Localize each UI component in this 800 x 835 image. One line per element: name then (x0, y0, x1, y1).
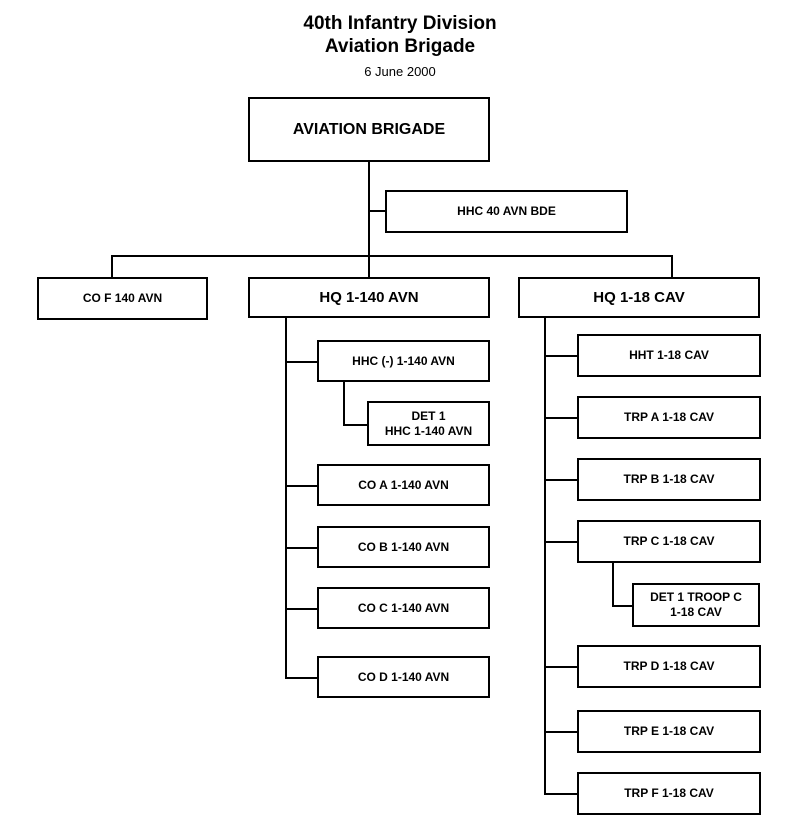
unit-trp-f-1-18-cav: TRP F 1-18 CAV (577, 772, 761, 815)
connector-trp-d (544, 666, 578, 668)
unit-co-b-1-140-avn: CO B 1-140 AVN (317, 526, 490, 568)
connector-det-hhc (343, 424, 368, 426)
unit-aviation-brigade: AVIATION BRIGADE (248, 97, 490, 162)
connector-co-f (111, 255, 113, 278)
chart-title: 40th Infantry Division (303, 13, 497, 34)
connector-co-d (285, 677, 318, 679)
unit-co-a-1-140-avn: CO A 1-140 AVN (317, 464, 490, 506)
unit-trp-c-1-18-cav: TRP C 1-18 CAV (577, 520, 761, 563)
unit-hq-1-140-avn: HQ 1-140 AVN (248, 277, 490, 318)
unit-co-d-1-140-avn: CO D 1-140 AVN (317, 656, 490, 698)
connector-det-troop-c (612, 605, 633, 607)
unit-co-f-140-avn: CO F 140 AVN (37, 277, 208, 320)
connector-trp-f (544, 793, 578, 795)
chart-subtitle: Aviation Brigade (324, 36, 476, 57)
connector-det-hhc-vertical (343, 381, 345, 426)
chart-date: 6 June 2000 (364, 64, 436, 79)
unit-det-1-troop-c-1-18-cav: DET 1 TROOP C 1-18 CAV (632, 583, 760, 627)
connector-hht (544, 355, 578, 357)
connector-trp-b (544, 479, 578, 481)
connector-brigade-branch (111, 255, 673, 257)
connector-18-trunk (544, 317, 546, 795)
unit-hhc-40-avn-bde: HHC 40 AVN BDE (385, 190, 628, 233)
unit-trp-d-1-18-cav: TRP D 1-18 CAV (577, 645, 761, 688)
connector-trp-a (544, 417, 578, 419)
connector-det-troop-c-vertical (612, 561, 614, 607)
connector-hq-18 (671, 255, 673, 278)
unit-trp-a-1-18-cav: TRP A 1-18 CAV (577, 396, 761, 439)
connector-co-b (285, 547, 318, 549)
connector-hhc-brigade (368, 210, 386, 212)
unit-det-1-hhc-1-140-avn: DET 1 HHC 1-140 AVN (367, 401, 490, 446)
unit-trp-e-1-18-cav: TRP E 1-18 CAV (577, 710, 761, 753)
connector-140-trunk (285, 317, 287, 679)
connector-hhc-140 (285, 361, 318, 363)
unit-hq-1-18-cav: HQ 1-18 CAV (518, 277, 760, 318)
unit-hhc-minus-1-140-avn: HHC (-) 1-140 AVN (317, 340, 490, 382)
connector-co-c (285, 608, 318, 610)
connector-trp-e (544, 731, 578, 733)
connector-trp-c (544, 541, 578, 543)
connector-co-a (285, 485, 318, 487)
connector-hq-140 (368, 255, 370, 278)
unit-co-c-1-140-avn: CO C 1-140 AVN (317, 587, 490, 629)
unit-trp-b-1-18-cav: TRP B 1-18 CAV (577, 458, 761, 501)
unit-hht-1-18-cav: HHT 1-18 CAV (577, 334, 761, 377)
connector-brigade-trunk (368, 161, 370, 256)
